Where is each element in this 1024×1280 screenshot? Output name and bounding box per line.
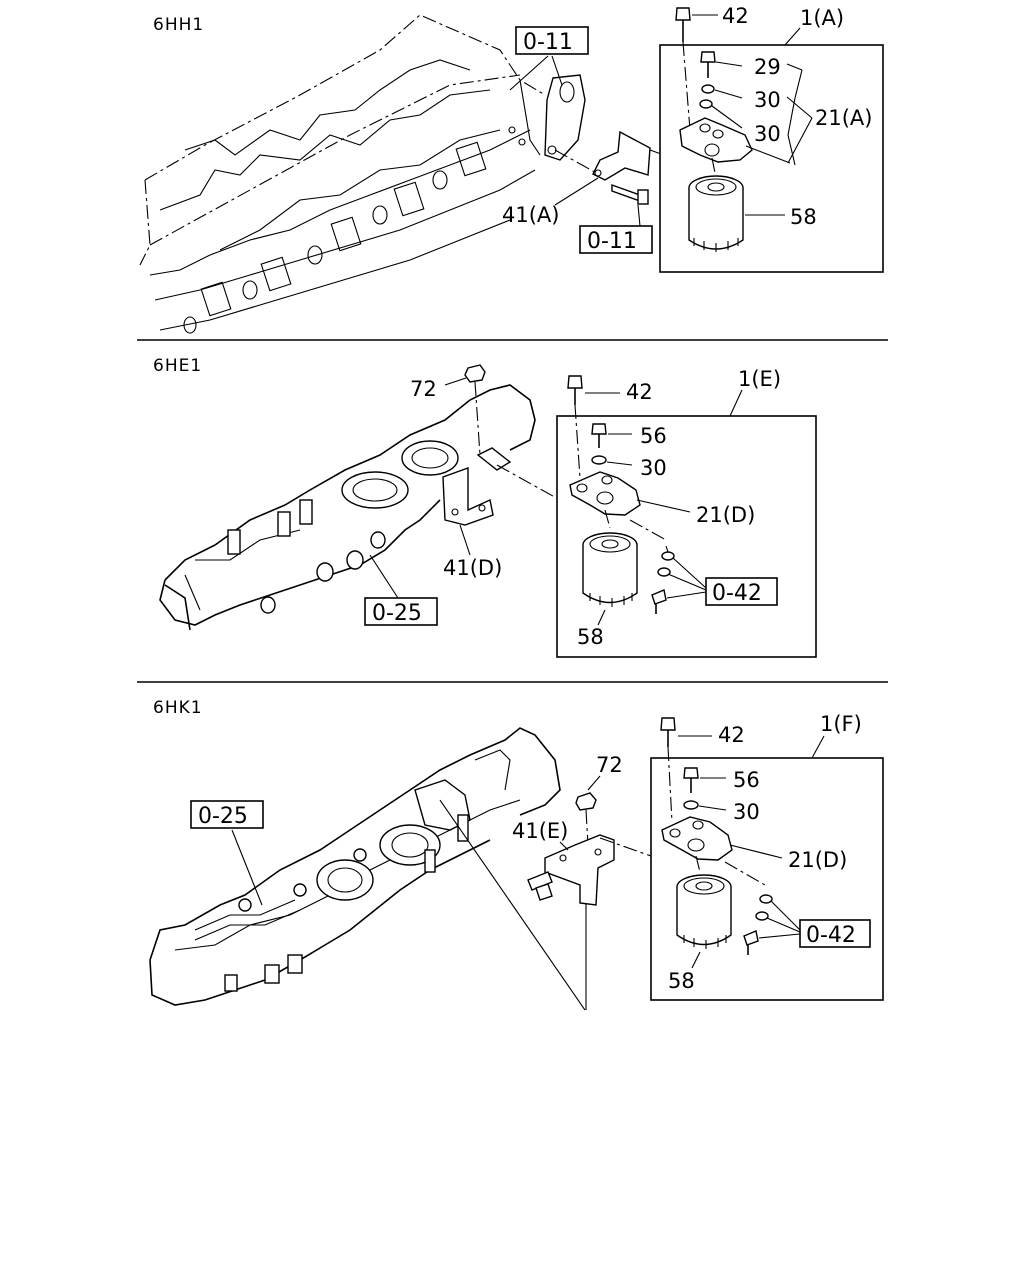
reference-box: 0-11 (509, 26, 589, 91)
nut: 72 (575, 753, 623, 846)
svg-text:30: 30 (754, 122, 781, 146)
gasket (544, 74, 601, 176)
exhaust-manifold (149, 727, 561, 1006)
svg-text:21(D): 21(D) (788, 848, 847, 872)
leader-bracket: 21(A) (786, 63, 872, 166)
svg-text:1(F): 1(F) (820, 712, 862, 736)
bracket-label: 41(A) (502, 177, 599, 227)
svg-text:1(E): 1(E) (738, 367, 781, 391)
svg-text:58: 58 (790, 205, 817, 229)
filter-head (679, 117, 791, 179)
washer: 30 (683, 800, 760, 824)
svg-text:56: 56 (733, 768, 760, 792)
reference-box: 0-42 (758, 900, 871, 948)
svg-text:30: 30 (640, 456, 667, 480)
assembly-frame: 1(E) (556, 367, 817, 658)
svg-text:58: 58 (577, 625, 604, 649)
engine-code: 6HH1 (153, 15, 204, 35)
svg-text:42: 42 (626, 380, 653, 404)
bracket-label: 41(D) (443, 524, 502, 580)
screw: 29 (700, 51, 781, 79)
svg-text:30: 30 (754, 88, 781, 112)
intake-ports (183, 126, 526, 334)
svg-text:21(A): 21(A) (815, 106, 872, 130)
svg-text:0-25: 0-25 (198, 804, 248, 829)
engine-code: 6HE1 (153, 356, 202, 376)
svg-text:42: 42 (722, 4, 749, 28)
bracket (442, 447, 579, 526)
svg-text:41(A): 41(A) (502, 203, 559, 227)
oil-filter: 58 (688, 175, 817, 252)
svg-text:42: 42 (718, 723, 745, 747)
assembly-frame: 1(F) (650, 712, 884, 1001)
washer: 30 (701, 84, 781, 112)
svg-text:1(A): 1(A) (800, 6, 844, 30)
engine-code: 6HK1 (153, 698, 203, 718)
reference-box: 0-42 (666, 557, 778, 606)
svg-text:21(D): 21(D) (696, 503, 755, 527)
svg-text:41(D): 41(D) (443, 556, 502, 580)
bolt: 42 (660, 717, 745, 823)
svg-text:29: 29 (754, 55, 781, 79)
svg-text:72: 72 (410, 377, 437, 401)
washer: 30 (591, 455, 667, 480)
nut: 72 (410, 364, 486, 456)
section-6he1: 6HE1 (153, 356, 817, 658)
svg-text:0-25: 0-25 (372, 601, 422, 626)
oil-filter: 58 (577, 532, 638, 649)
bolt: 42 (675, 4, 749, 131)
reference-box: 0-25 (364, 554, 438, 626)
cylinder-head-outline (139, 14, 546, 331)
filter-head: 21(D) (661, 816, 847, 886)
screw: 56 (591, 423, 667, 448)
filter-head: 21(D) (569, 471, 755, 541)
svg-text:0-42: 0-42 (806, 923, 856, 948)
section-6hh1: 6HH1 (139, 4, 884, 334)
drain-parts (743, 894, 773, 955)
svg-text:0-11: 0-11 (587, 229, 637, 254)
svg-text:30: 30 (733, 800, 760, 824)
svg-text:72: 72 (596, 753, 623, 777)
leader-lines (439, 799, 587, 1011)
svg-text:56: 56 (640, 424, 667, 448)
section-6hk1: 6HK1 0-25 (149, 698, 884, 1011)
svg-text:41(E): 41(E) (512, 819, 568, 843)
screw: 56 (683, 767, 760, 793)
svg-text:58: 58 (668, 969, 695, 993)
svg-text:0-42: 0-42 (712, 581, 762, 606)
bolt: 42 (567, 375, 653, 479)
drain-parts (651, 545, 675, 614)
svg-text:0-11: 0-11 (523, 30, 573, 55)
washer: 30 (699, 99, 781, 146)
reference-box: 0-25 (190, 800, 264, 906)
oil-filter: 58 (668, 874, 732, 993)
bracket (592, 130, 679, 205)
exhaust-manifold (159, 384, 536, 631)
reference-box: 0-11 (579, 204, 653, 254)
bracket: 41(E) (512, 819, 669, 906)
